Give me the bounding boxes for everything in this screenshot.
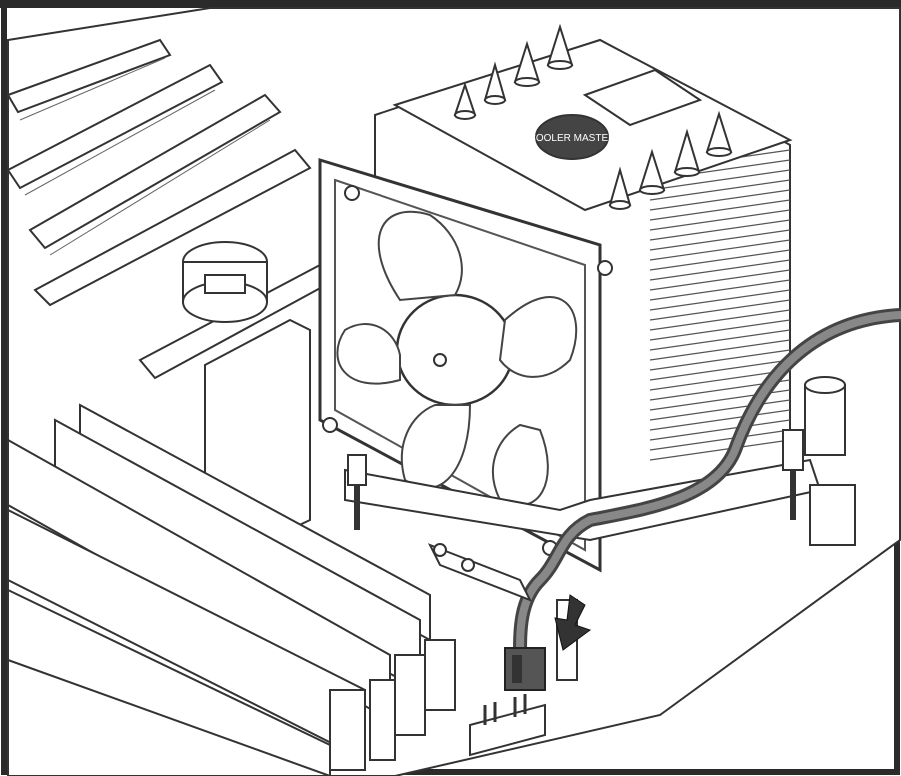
fan-connector bbox=[504, 647, 546, 691]
capacitors bbox=[804, 376, 856, 546]
cmos-battery bbox=[182, 241, 268, 323]
top-bar bbox=[0, 0, 901, 8]
ram-slots bbox=[7, 403, 456, 776]
brand-logo-text: COOLER MASTER bbox=[529, 133, 616, 144]
brand-logo bbox=[535, 114, 609, 160]
fan-header bbox=[469, 694, 546, 757]
fan bbox=[318, 157, 613, 573]
down-arrow-icon bbox=[554, 594, 592, 651]
socket-lever bbox=[427, 543, 533, 602]
